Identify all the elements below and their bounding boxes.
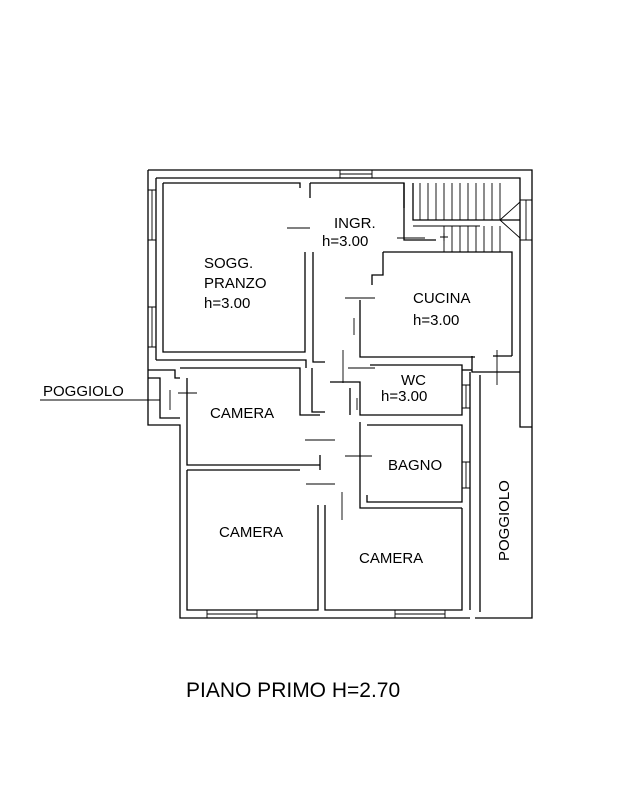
camera-1-label: CAMERA (210, 405, 274, 422)
wc-label-1: WC (401, 372, 426, 389)
soggiorno-label-2: PRANZO (204, 275, 267, 292)
room-labels: SOGG. PRANZO h=3.00 INGR. h=3.00 CUCINA … (43, 215, 513, 567)
door-marks (169, 227, 425, 520)
poggiolo-left-label: POGGIOLO (43, 383, 124, 400)
cucina-walls (359, 251, 520, 385)
cucina-label-1: CUCINA (413, 290, 471, 307)
soggiorno-walls (162, 182, 405, 363)
camera-2-label: CAMERA (219, 524, 283, 541)
ingresso-label-1: INGR. (334, 215, 376, 232)
poggiolo-right-label: POGGIOLO (496, 480, 513, 561)
inner-walls (180, 364, 481, 612)
soggiorno-label-1: SOGG. (204, 255, 253, 272)
soggiorno-label-3: h=3.00 (204, 295, 250, 312)
plan-title: PIANO PRIMO H=2.70 (186, 679, 400, 702)
staircase (403, 183, 521, 252)
windows (148, 170, 532, 618)
camera-3-label: CAMERA (359, 550, 423, 567)
poggiolo-left-balcony (40, 369, 180, 419)
cucina-label-2: h=3.00 (413, 312, 459, 329)
bagno-label: BAGNO (388, 457, 442, 474)
wc-label-2: h=3.00 (381, 388, 427, 405)
ingresso-label-2: h=3.00 (322, 233, 368, 250)
